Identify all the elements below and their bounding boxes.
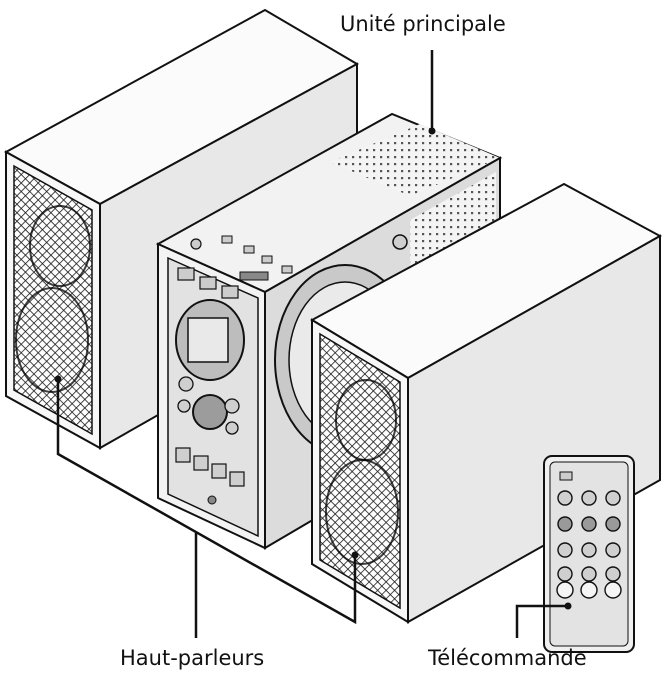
- right-speaker-grille: [319, 332, 401, 610]
- left-tweeter-outline: [29, 205, 91, 287]
- display-screen: [187, 317, 229, 363]
- main-unit-label: Unité principale: [340, 12, 506, 36]
- leader-speakers: [56, 380, 357, 625]
- right-speaker: [309, 182, 662, 624]
- right-woofer-outline: [325, 459, 399, 565]
- left-woofer-outline: [15, 287, 89, 393]
- remote-label: Télécommande: [428, 646, 587, 670]
- leader-remote: [515, 604, 568, 638]
- speakers-label: Haut-parleurs: [120, 646, 265, 670]
- leader-lines: [54, 50, 572, 638]
- top-vent: [330, 124, 500, 196]
- jog-dial: [192, 394, 228, 430]
- left-speaker-grille: [13, 164, 93, 436]
- side-vent: [410, 172, 496, 280]
- remote-control: [543, 455, 635, 653]
